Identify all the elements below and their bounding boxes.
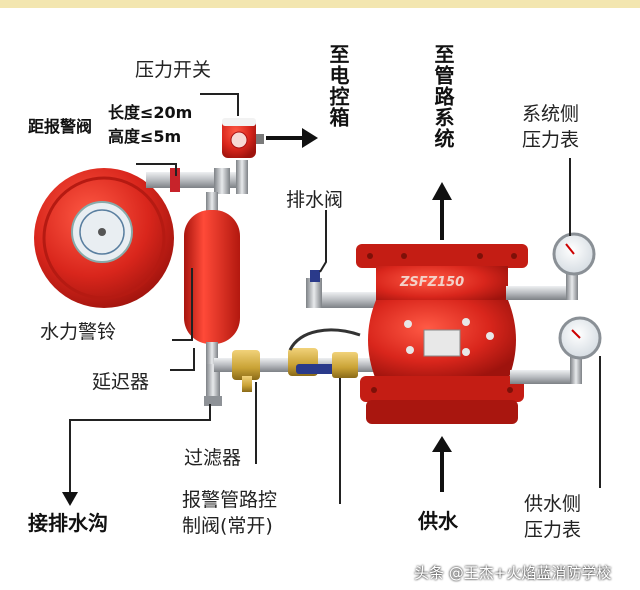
height-limit-label: 高度≤5m — [108, 127, 182, 146]
top-band — [0, 0, 640, 8]
to-drain-label: 接排水沟 — [28, 511, 108, 535]
supply-side-gauge — [510, 316, 602, 384]
alarm-line-valve-label-1: 报警管路控 — [182, 489, 278, 511]
system-side-gauge — [506, 232, 596, 300]
arrow-to-pipe-system — [440, 196, 444, 240]
strainer-label: 过滤器 — [184, 447, 242, 469]
to-pipe-system-label: 至管路系统 — [431, 44, 455, 149]
water-gong — [34, 168, 210, 308]
distance-title-label: 距报警阀 — [28, 117, 93, 136]
pressure-switch-label: 压力开关 — [135, 59, 212, 81]
system-gauge-label-1: 系统侧 — [522, 103, 580, 125]
watermark: 头条 @王杰+火焰蓝消防学校 — [414, 564, 612, 582]
valve-marking: ZSFZ150 — [400, 275, 465, 290]
retard-chamber-label: 延迟器 — [92, 371, 150, 393]
arrow-to-control-box — [266, 136, 304, 140]
alarm-check-valve — [356, 244, 528, 424]
arrow-water-supply — [440, 450, 444, 492]
pressure-switch — [222, 118, 264, 158]
arrows — [62, 128, 452, 506]
alarm-line-valve-label-2: 制阀(常开) — [182, 515, 273, 537]
to-control-box-label: 至电控箱 — [326, 44, 350, 128]
gong-pipe — [146, 160, 248, 194]
arrow-to-drain — [62, 492, 78, 506]
leader-lines — [69, 93, 601, 504]
system-gauge-label-2: 压力表 — [522, 129, 580, 151]
retard-chamber — [184, 192, 240, 406]
water-gong-label: 水力警铃 — [40, 321, 117, 343]
water-supply-label: 供水 — [418, 509, 458, 533]
length-limit-label: 长度≤20m — [108, 103, 193, 122]
supply-gauge-label-2: 压力表 — [524, 519, 582, 541]
drain-valve-label: 排水阀 — [286, 189, 344, 211]
trim-line — [214, 328, 384, 392]
drain-valve — [306, 270, 386, 308]
supply-gauge-label-1: 供水侧 — [524, 493, 582, 515]
